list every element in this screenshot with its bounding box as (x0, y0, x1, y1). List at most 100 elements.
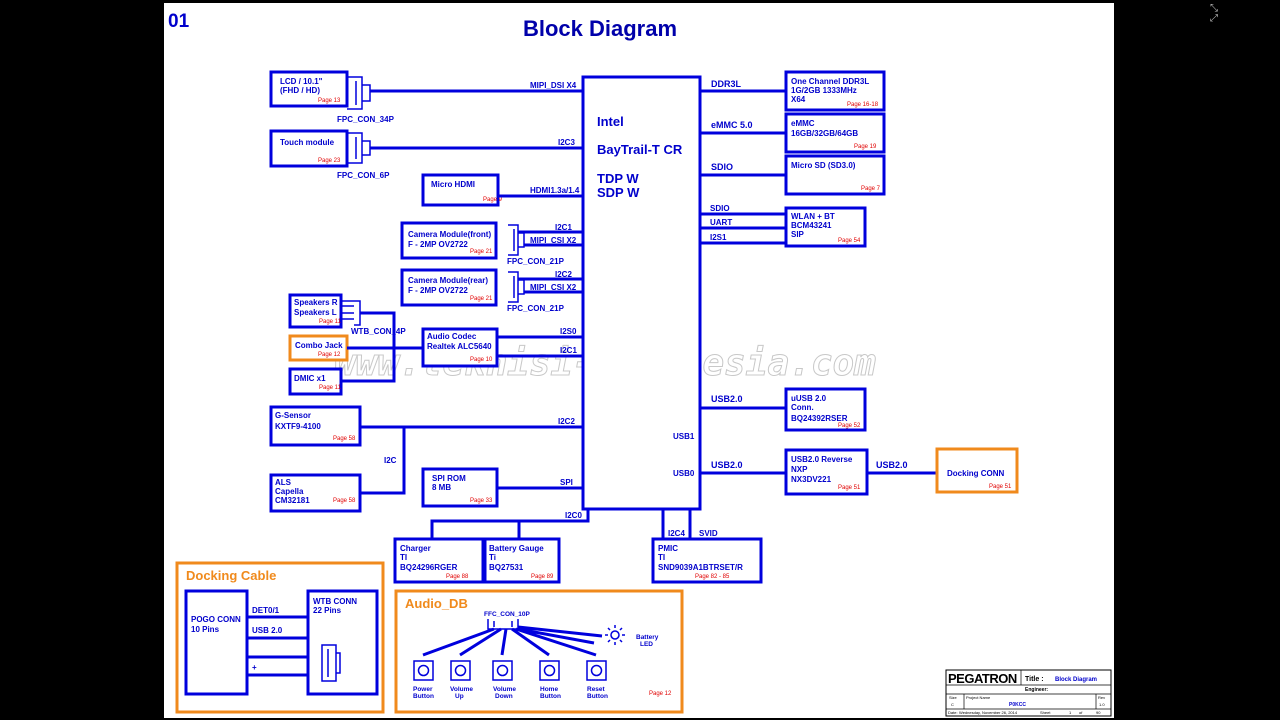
uusb-page-ref: Page 52 (838, 423, 861, 429)
engineer-label: Engineer: (1025, 687, 1048, 693)
dmic-page-ref: Page 11 (319, 385, 342, 391)
pogo-conn-pins: 10 Pins (191, 625, 220, 634)
wlan-bus3: I2S1 (710, 233, 727, 242)
camera-rear-connector-label: FPC_CON_21P (507, 304, 565, 313)
microsd-label: Micro SD (SD3.0) (791, 161, 856, 170)
of-value: 90 (1096, 710, 1101, 715)
combo-jack-label: Combo Jack (295, 341, 343, 350)
company-logo: PEGATRON (948, 671, 1017, 686)
ddr-bus-label: DDR3L (711, 79, 742, 89)
pmic-page-ref: Page 82 - 85 (695, 574, 730, 580)
audio-codec-page-ref: Page 10 (470, 357, 493, 363)
camera-front-page-ref: Page 21 (470, 249, 493, 255)
rev-label: Rev (1098, 695, 1105, 700)
touch-connector-label: FPC_CON_6P (337, 171, 390, 180)
svg-text:Reset: Reset (587, 686, 606, 693)
camera-front-label: Camera Module(front) (408, 230, 491, 239)
usb-reverse-vendor: NXP (791, 465, 808, 474)
ddr-label: One Channel DDR3L (791, 77, 869, 86)
speakers-block (288, 293, 343, 329)
dmic-label: DMIC x1 (294, 374, 326, 383)
wlan-page-ref: Page 54 (838, 238, 861, 244)
codec-bus1: I2S0 (560, 327, 577, 336)
camera-rear-sensor: F - 2MP OV2722 (408, 286, 468, 295)
camera-front-connector-label: FPC_CON_21P (507, 257, 565, 266)
battery-gauge-chip: BQ27531 (489, 563, 524, 572)
spi-rom-label: SPI ROM (432, 474, 466, 483)
als-chip: CM32181 (275, 496, 310, 505)
fpc-connector-icon (347, 132, 371, 164)
audio-db-connector-label: FFC_CON_10P (484, 611, 531, 618)
sheet-value: 1 (1069, 710, 1072, 715)
codec-bus2: I2C1 (560, 346, 577, 355)
combo-jack-page-ref: Page 12 (318, 352, 341, 358)
camera-front-sensor: F - 2MP OV2722 (408, 240, 468, 249)
pmic-chip: SND9039A1BTRSET/R (658, 563, 743, 572)
touch-page-ref: Page 23 (318, 158, 341, 164)
battery-gauge-label: Battery Gauge (489, 544, 544, 553)
g-sensor-block (269, 405, 362, 447)
docking-conn-block (935, 447, 1019, 494)
camera-rear-bus1: I2C2 (555, 270, 572, 279)
spi-bus-label: SPI (560, 478, 573, 487)
docking-conn-label: Docking CONN (947, 469, 1005, 478)
camera-front-bus1: I2C1 (555, 223, 572, 232)
rev-value: 1.0 (1099, 702, 1105, 707)
pogo-conn-label: POGO CONN (191, 615, 241, 624)
svg-text:Button: Button (587, 693, 608, 700)
svg-text:Volume: Volume (450, 686, 473, 693)
audio-codec-chip: Realtek ALC5640 (427, 342, 492, 351)
det-signal-label: DET0/1 (252, 606, 280, 615)
wlan-label: WLAN + BT (791, 212, 835, 221)
emmc-label: eMMC (791, 119, 815, 128)
spi-rom-block (421, 467, 499, 508)
touch-label: Touch module (280, 138, 335, 147)
cpu-line4: SDP W (597, 185, 640, 200)
g-sensor-chip: KXTF9-4100 (275, 422, 321, 431)
usb-reverse-label: USB2.0 Reverse (791, 455, 853, 464)
camera-rear-page-ref: Page 21 (470, 296, 493, 302)
wtb-conn-pins: 22 Pins (313, 606, 342, 615)
speakers-page-ref: Page 11 (319, 319, 342, 325)
uusb-label: uUSB 2.0 (791, 394, 827, 403)
touch-bus-label: I2C3 (558, 138, 575, 147)
svg-text:Up: Up (455, 693, 464, 700)
charger-vendor: TI (400, 553, 407, 562)
title-value: Block Diagram (1055, 677, 1097, 683)
page-title: Block Diagram (523, 16, 677, 41)
usb-reverse-page-ref: Page 51 (838, 485, 861, 491)
cpu-line3: TDP W (597, 171, 639, 186)
battery-gauge-page-ref: Page 89 (531, 574, 554, 580)
wtb-conn-block (306, 589, 379, 696)
svg-text:Home: Home (540, 686, 558, 693)
fullscreen-exit-icon[interactable]: ⤡⤢ (1210, 3, 1218, 24)
wtb-connector-icon (321, 644, 341, 682)
lcd-page-ref: Page 13 (318, 98, 341, 104)
emmc-block (784, 112, 886, 154)
cpu-line2: BayTrail-T CR (597, 142, 683, 157)
wlan-bus1: SDIO (710, 204, 730, 213)
wlan-bt-block (784, 206, 867, 248)
speaker-r-label: Speakers R (294, 298, 338, 307)
g-sensor-label: G-Sensor (275, 411, 311, 420)
uusb-conn-label: Conn. (791, 403, 814, 412)
pogo-conn-block (184, 589, 249, 696)
of-label: of (1079, 710, 1083, 715)
sheet-label: Sheet (1040, 710, 1051, 715)
docking-bus-label: USB2.0 (876, 460, 908, 470)
emmc-capacity: 16GB/32GB/64GB (791, 129, 858, 138)
hdmi-block (421, 173, 500, 207)
wlan-package: SIP (791, 230, 805, 239)
charger-label: Charger (400, 544, 431, 553)
ddr-page-ref: Page 16-18 (847, 102, 879, 108)
sd-bus-label: SDIO (711, 162, 733, 172)
audio-codec-label: Audio Codec (427, 332, 477, 341)
docking-conn-page-ref: Page 51 (989, 484, 1012, 490)
pmic-block (651, 537, 763, 584)
als-vendor: Capella (275, 487, 304, 496)
dmic-block (288, 367, 343, 396)
usb-signal-label: USB 2.0 (252, 626, 283, 635)
pmic-label: PMIC (658, 544, 678, 553)
